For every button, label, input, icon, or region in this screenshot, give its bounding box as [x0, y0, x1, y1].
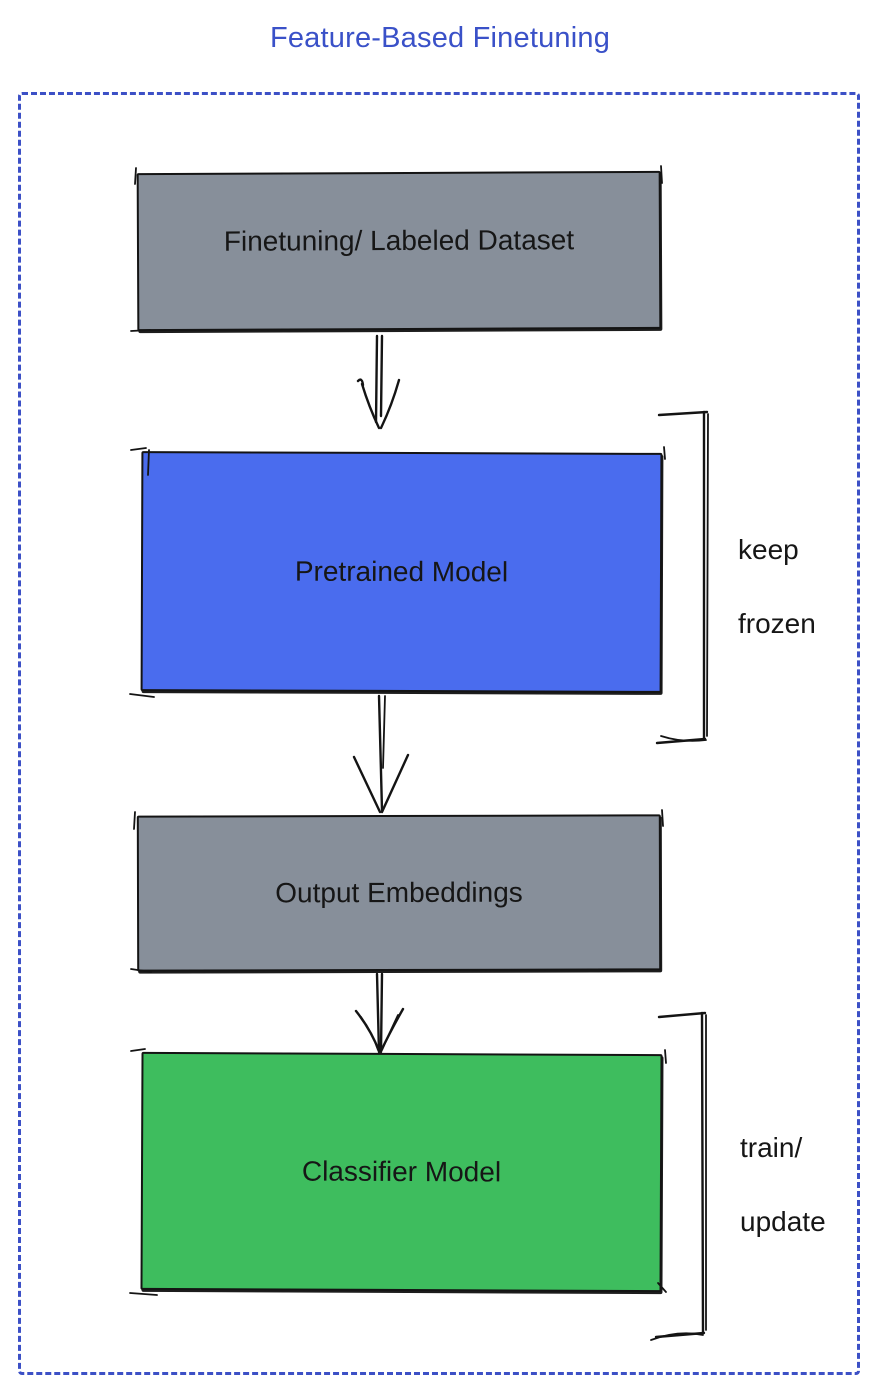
annotation-train-update: train/ update — [740, 1092, 826, 1277]
bracket-keep-frozen — [655, 410, 709, 745]
annotation-keep-frozen-line2: frozen — [738, 608, 816, 639]
diagram-dashed-frame — [18, 92, 860, 1375]
arrow-pretrained-to-embeddings — [352, 694, 410, 814]
annotation-train-update-line1: train/ — [740, 1132, 803, 1163]
arrow-dataset-to-pretrained — [356, 334, 401, 430]
annotation-keep-frozen-line1: keep — [738, 534, 799, 565]
annotation-keep-frozen: keep frozen — [738, 494, 816, 679]
diagram-title: Feature-Based Finetuning — [269, 22, 611, 54]
annotation-train-update-line2: update — [740, 1206, 826, 1237]
sketch-corner-ticks — [129, 165, 667, 1296]
arrow-embeddings-to-classifier — [354, 972, 405, 1054]
bracket-train-update — [650, 1011, 707, 1341]
